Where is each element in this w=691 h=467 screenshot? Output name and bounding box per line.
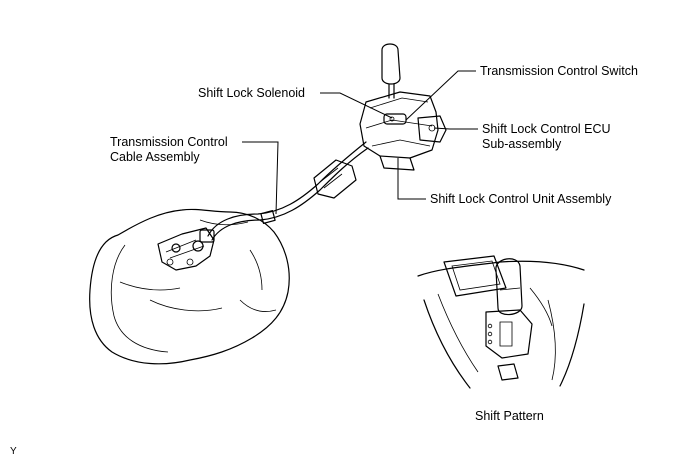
label-transmission-control-cable-line2: Cable Assembly (110, 150, 200, 164)
shift-lock-ecu-part (417, 115, 447, 143)
label-shift-lock-control-ecu-line2: Sub-assembly (482, 137, 562, 151)
label-transmission-control-cable: Transmission Control Cable Assembly (110, 135, 228, 165)
leader-transmission-control-switch (405, 70, 476, 121)
leader-shift-lock-solenoid (320, 92, 393, 119)
transmission-control-cable (207, 141, 369, 241)
label-shift-lock-control-ecu: Shift Lock Control ECU Sub-assembly (482, 122, 611, 152)
shift-lock-solenoid-part (383, 113, 407, 125)
corner-mark: Y (10, 446, 17, 457)
label-shift-lock-solenoid: Shift Lock Solenoid (198, 86, 306, 100)
label-shift-pattern: Shift Pattern (475, 409, 544, 423)
shift-pattern-illustration (417, 255, 585, 389)
leader-lines (242, 70, 478, 215)
label-shift-lock-control-ecu-line1: Shift Lock Control ECU (482, 122, 611, 136)
label-shift-lock-control-unit: Shift Lock Control Unit Assembly (430, 192, 612, 206)
shift-lever-assembly (359, 43, 447, 171)
leader-shift-lock-control-ecu (433, 127, 478, 130)
leader-transmission-control-cable (242, 141, 279, 215)
label-transmission-control-cable-line1: Transmission Control (110, 135, 228, 149)
transmission-illustration (89, 208, 290, 365)
transmission-lever-bracket (157, 227, 215, 271)
label-transmission-control-switch: Transmission Control Switch (480, 64, 638, 78)
leader-shift-lock-control-unit (397, 158, 426, 200)
